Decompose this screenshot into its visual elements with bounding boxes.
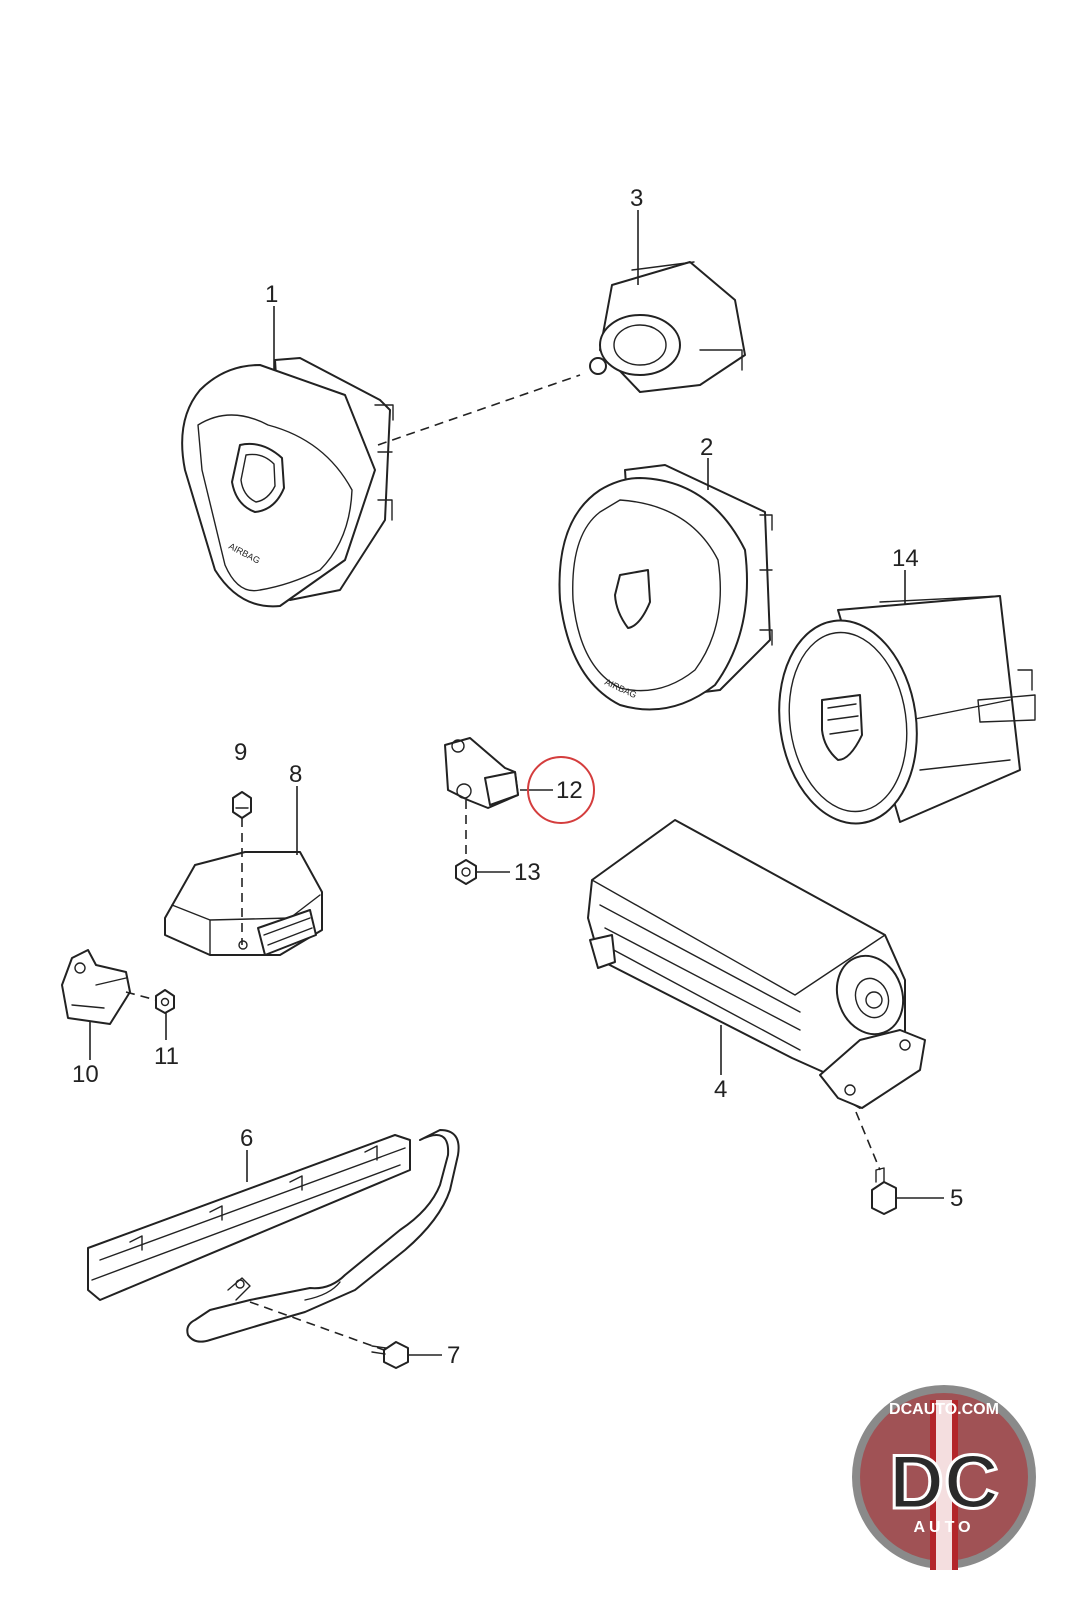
part-12-sensor — [444, 737, 519, 809]
part-9-nut — [232, 791, 252, 819]
callout-5: 5 — [950, 1185, 963, 1212]
callout-6: 6 — [240, 1125, 253, 1152]
callout-8: 8 — [289, 761, 302, 788]
callout-7: 7 — [447, 1342, 460, 1369]
callout-2: 2 — [700, 434, 713, 461]
callout-12: 12 — [556, 777, 583, 804]
callout-1: 1 — [265, 281, 278, 308]
assembly-dash-lines — [125, 374, 881, 1351]
part-3-clock-spring — [589, 261, 746, 393]
part-4-long-airbag — [587, 819, 926, 1109]
part-11-nut — [155, 989, 175, 1014]
callout-14: 14 — [892, 545, 919, 572]
part-6-curtain-airbag — [87, 1129, 460, 1343]
callout-11: 11 — [154, 1043, 179, 1070]
logo-letters: DC — [889, 1440, 999, 1525]
callout-10: 10 — [72, 1061, 99, 1088]
callout-numbers: 1 2 3 4 5 6 7 8 9 10 11 12 13 14 — [72, 185, 963, 1369]
part-8-control-unit — [164, 851, 323, 956]
leader-lines — [89, 210, 944, 1356]
part-1-steering-airbag: AIRBAG — [181, 357, 394, 608]
part-14-passenger-airbag — [778, 595, 1036, 825]
callout-3: 3 — [630, 185, 643, 212]
part-13-nut — [455, 859, 477, 885]
part-7-bolt — [371, 1341, 409, 1369]
logo-top-text: DCAUTO.COM — [889, 1401, 999, 1418]
callout-4: 4 — [714, 1076, 727, 1103]
part-2-airbag-module: AIRBAG — [558, 464, 773, 711]
callout-9: 9 — [234, 739, 247, 766]
part-5-bolt — [871, 1167, 897, 1215]
part-10-sensor-bracket — [61, 949, 131, 1025]
callout-13: 13 — [514, 859, 541, 886]
dcauto-logo-watermark: DCAUTO.COM DC AUTO — [852, 1385, 1036, 1570]
logo-bottom-text: AUTO — [913, 1519, 974, 1536]
callout-12-highlight-circle — [527, 756, 595, 824]
